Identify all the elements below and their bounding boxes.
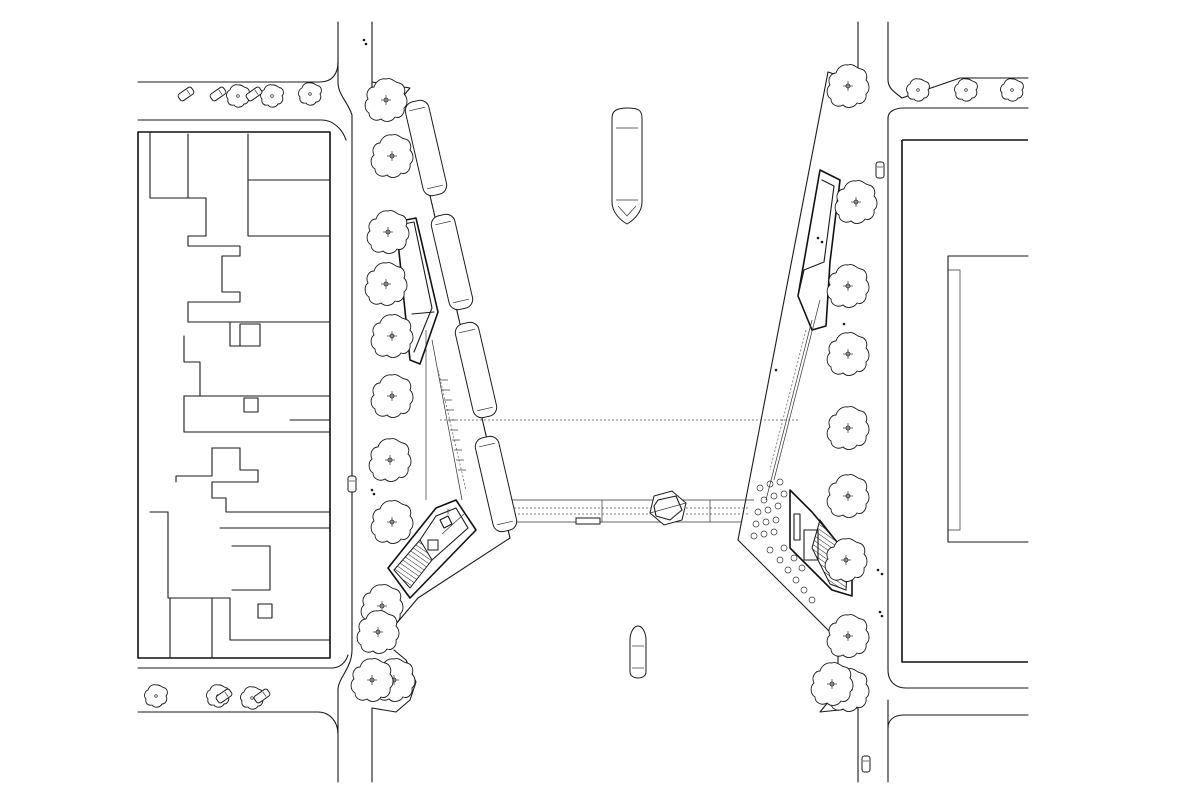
trees-east bbox=[810, 64, 878, 712]
east-pavilion-north bbox=[765, 169, 841, 501]
street-trees bbox=[144, 78, 1024, 710]
west-street bbox=[137, 21, 373, 783]
boat-north bbox=[611, 107, 643, 225]
tram-3 bbox=[453, 320, 499, 420]
tram-4 bbox=[473, 434, 519, 534]
cafe-tables bbox=[750, 478, 816, 604]
west-pavilion-south: ᛝ bbox=[387, 499, 477, 599]
footbridge bbox=[440, 419, 800, 526]
cars bbox=[176, 85, 885, 773]
trees-west bbox=[350, 78, 416, 702]
west-building-block bbox=[137, 131, 331, 659]
boat-south bbox=[629, 625, 647, 679]
pedestrians bbox=[362, 38, 884, 618]
west-pavilion-north bbox=[395, 217, 467, 501]
bridge-lantern-icon bbox=[649, 490, 687, 526]
person-figure-icon: ᛝ bbox=[446, 508, 450, 516]
east-street bbox=[857, 21, 1029, 783]
east-building-block bbox=[901, 139, 1029, 663]
east-quay bbox=[737, 71, 859, 713]
tram-2 bbox=[429, 212, 475, 312]
